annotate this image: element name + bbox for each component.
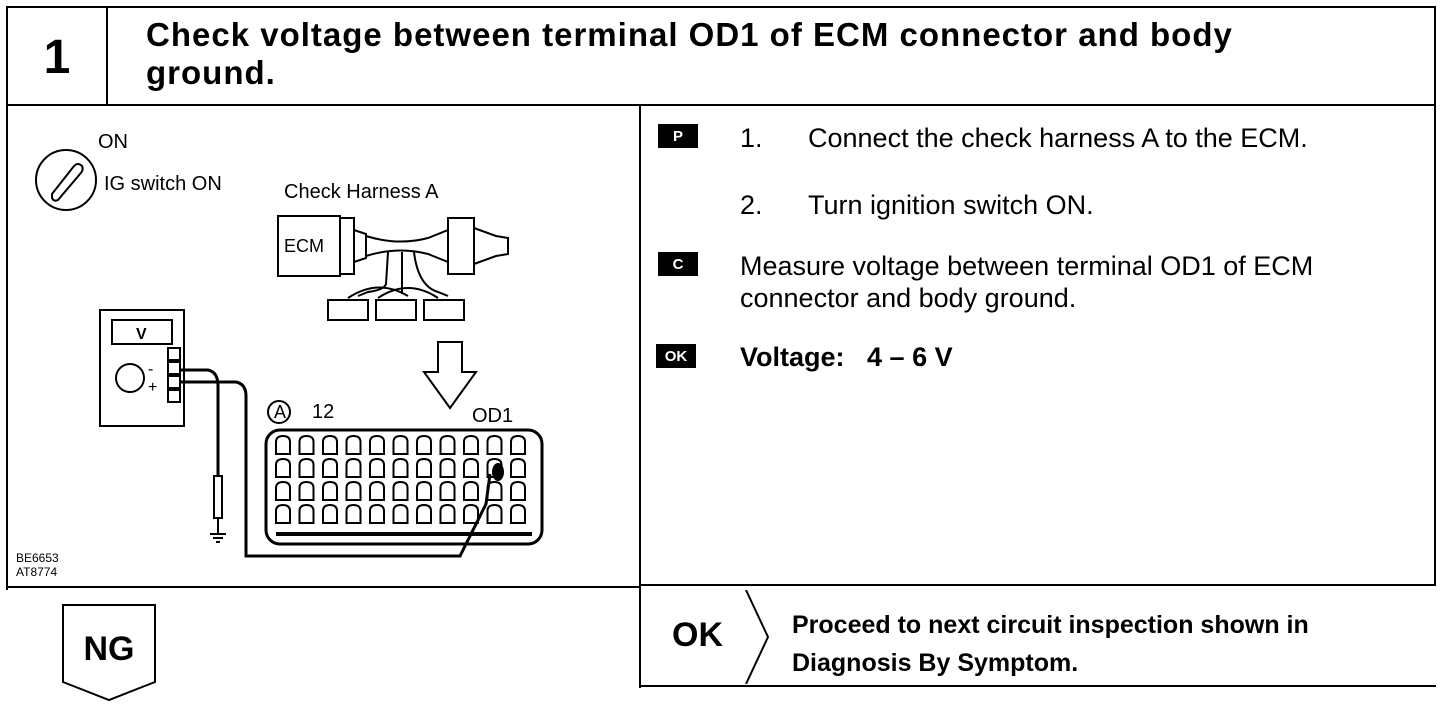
figure-code-1: BE6653	[16, 551, 59, 565]
connector-terminal	[298, 480, 315, 501]
voltage-value: 4 – 6 V	[867, 342, 953, 372]
step-title: Check voltage between terminal OD1 of EC…	[146, 16, 1436, 92]
connector-letter: A	[274, 402, 286, 422]
connector-terminal	[322, 503, 338, 524]
connector-terminal	[298, 434, 315, 455]
probe-wires	[180, 368, 492, 558]
connector-terminal	[392, 480, 409, 501]
terminal-od1-label: OD1	[472, 405, 513, 427]
ok-badge: OK	[656, 344, 696, 368]
connector-letter-ring	[267, 400, 291, 424]
ok-row-bottom	[640, 685, 1436, 687]
connector-terminal	[439, 480, 456, 501]
instruction-1-num: 1.	[740, 123, 763, 153]
step-number-divider	[106, 8, 108, 106]
meter-unit: V	[136, 326, 147, 343]
connector-terminal	[486, 480, 503, 501]
check-badge: C	[658, 252, 698, 276]
connector-terminal	[416, 503, 432, 524]
voltage-label: Voltage:	[740, 342, 845, 372]
frame-right	[1434, 6, 1436, 586]
step-title-line1: Check voltage between terminal OD1 of EC…	[146, 16, 1233, 53]
check-harness-icon	[277, 215, 509, 321]
check-harness-label: Check Harness A	[284, 181, 439, 203]
connector-terminal	[275, 503, 291, 524]
voltage-result: Voltage: 4 – 6 V	[740, 342, 953, 373]
ecm-connector-icon	[264, 428, 544, 546]
connector-terminal	[345, 457, 362, 478]
connector-terminal	[345, 480, 362, 501]
column-divider	[639, 106, 641, 688]
connector-terminal	[486, 457, 503, 478]
instruction-2-text: Turn ignition switch ON.	[808, 190, 1094, 220]
header-divider	[8, 104, 1436, 106]
connector-terminal	[275, 480, 291, 501]
connector-terminal	[439, 434, 456, 455]
ng-label: NG	[84, 630, 135, 668]
ok-row-top	[640, 584, 1436, 586]
connector-terminal	[345, 503, 362, 524]
connector-terminal	[439, 503, 456, 524]
meter-minus: -	[148, 361, 153, 378]
down-arrow-icon	[422, 341, 478, 410]
step-number: 1	[43, 30, 71, 84]
connector-terminal	[369, 480, 385, 501]
connector-terminal	[392, 503, 409, 524]
connector-terminal	[322, 434, 338, 455]
connector-terminal	[416, 434, 432, 455]
connector-terminal	[416, 457, 432, 478]
frame-top	[8, 6, 1436, 8]
ecm-label: ECM	[284, 236, 324, 256]
ig-switch-label: IG switch ON	[104, 173, 222, 195]
connector-terminal	[486, 434, 503, 455]
ok-branch-text: Proceed to next circuit inspection shown…	[792, 611, 1309, 677]
instruction-1-text: Connect the check harness A to the ECM.	[808, 123, 1308, 153]
connector-terminal	[463, 434, 479, 455]
terminal-12-label: 12	[312, 401, 334, 423]
connector-terminal	[392, 434, 409, 455]
measure-instruction: Measure voltage between terminal OD1 of …	[740, 251, 1314, 313]
voltmeter-icon	[99, 309, 185, 427]
connector-terminal	[463, 503, 479, 524]
od1-terminal-icon	[492, 463, 504, 481]
connector-terminal	[510, 503, 526, 524]
connector-terminal	[439, 457, 456, 478]
prep-badge: P	[658, 124, 698, 148]
connector-terminal	[510, 457, 526, 478]
instruction-2-num: 2.	[740, 190, 763, 220]
ok-chevron-icon	[745, 590, 770, 684]
connector-terminal	[486, 503, 503, 524]
ok-branch-label: OK	[672, 616, 723, 654]
connector-terminal	[463, 480, 479, 501]
connector-terminal	[345, 434, 362, 455]
instruction-1: 1. Connect the check harness A to the EC…	[740, 122, 1430, 154]
instruction-2: 2. Turn ignition switch ON.	[740, 189, 1430, 221]
connector-terminal	[298, 503, 315, 524]
ignition-switch-icon	[35, 149, 97, 211]
connector-terminal	[510, 480, 526, 501]
step-title-line2: ground.	[146, 54, 276, 91]
connector-terminal	[369, 434, 385, 455]
ig-on-label: ON	[98, 131, 128, 153]
connector-terminal	[510, 434, 526, 455]
connector-terminal	[369, 457, 385, 478]
meter-plus: +	[148, 379, 157, 396]
connector-terminal	[322, 457, 338, 478]
figure-bottom	[8, 586, 640, 588]
frame-left	[6, 6, 8, 590]
connector-terminal	[463, 457, 479, 478]
connector-terminal	[275, 457, 291, 478]
connector-terminal	[322, 480, 338, 501]
ground-probe-icon	[210, 475, 226, 543]
connector-terminal	[369, 503, 385, 524]
connector-terminal	[416, 480, 432, 501]
ng-tab: NG	[62, 604, 156, 702]
connector-terminal	[275, 434, 291, 455]
connector-terminal	[392, 457, 409, 478]
connector-terminal	[298, 457, 315, 478]
figure-code-2: AT8774	[16, 565, 57, 579]
wiring-figure: ON IG switch ON Check Harness A ECM V - …	[16, 131, 544, 579]
